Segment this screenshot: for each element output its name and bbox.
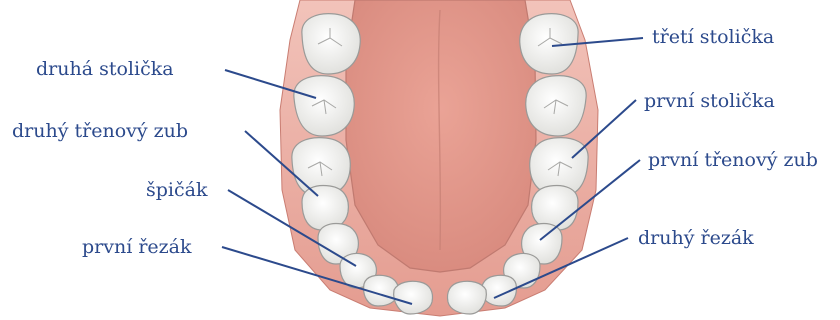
right-central-incisor	[448, 281, 487, 314]
label-central-incisor: první řezák	[82, 238, 192, 257]
label-second-premolar: druhý třenový zub	[12, 122, 188, 141]
tongue	[346, 0, 536, 272]
label-canine: špičák	[146, 181, 207, 200]
label-third-molar: třetí stolička	[652, 28, 774, 47]
label-second-molar: druhá stolička	[36, 60, 174, 79]
label-first-premolar: první třenový zub	[648, 151, 818, 170]
left-second-molar	[294, 76, 354, 136]
left-central-incisor	[394, 281, 433, 314]
label-lateral-incisor: druhý řezák	[638, 229, 754, 248]
left-third-molar	[302, 14, 360, 74]
label-first-molar: první stolička	[644, 92, 775, 111]
right-second-molar	[526, 76, 586, 136]
